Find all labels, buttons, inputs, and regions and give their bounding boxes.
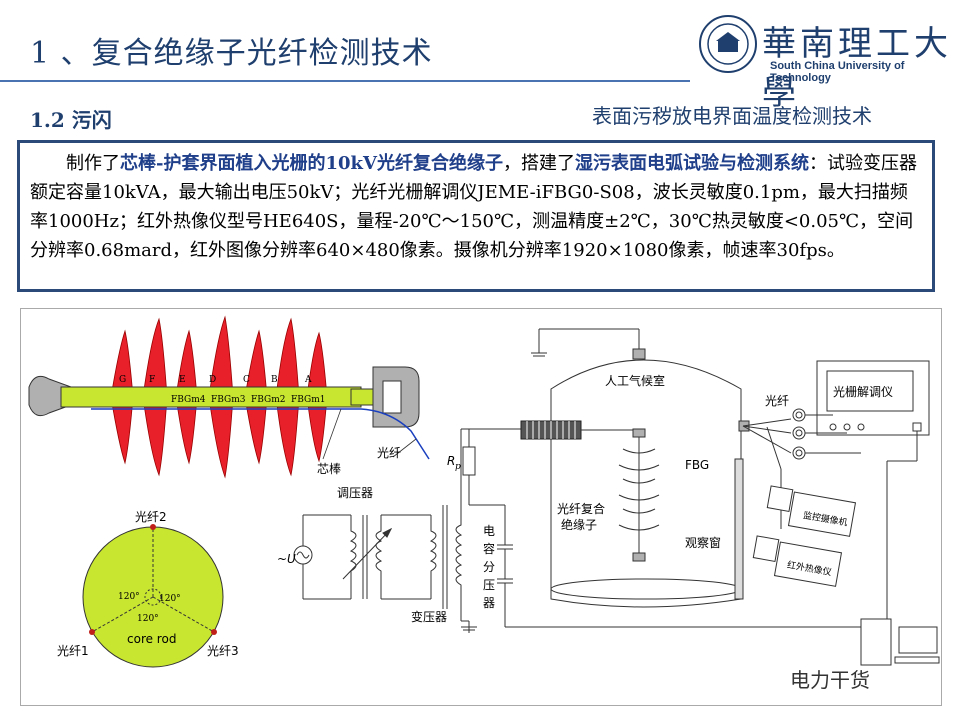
- highlight-run: 湿污表面电弧试验与检测系统: [574, 153, 809, 174]
- shed-label-c: C: [243, 375, 250, 385]
- rp-label: R: [447, 454, 455, 468]
- shed-label-e: E: [179, 375, 186, 385]
- fbg-label-m3: FBGm3: [211, 395, 246, 405]
- university-name-zh: 華南理工大學: [762, 24, 952, 113]
- shed-label-g: G: [119, 375, 126, 385]
- title-divider: [0, 80, 690, 82]
- divider-char-4: 压: [483, 578, 495, 592]
- fiber2-label: 光纤2: [135, 510, 167, 524]
- university-seal-icon: [698, 14, 758, 74]
- insulator-label-line1: 光纤复合: [557, 501, 605, 516]
- page-title: 1 、复合绝缘子光纤检测技术: [30, 36, 433, 71]
- shed-label-b: B: [271, 375, 278, 385]
- monitor-camera-icon: [766, 485, 857, 537]
- angle-label-bottom: 120°: [137, 614, 159, 624]
- transformer-label: 变压器: [411, 609, 447, 624]
- section-heading: 1.2 污闪: [30, 108, 112, 132]
- demodulator-label: 光栅解调仪: [833, 384, 893, 399]
- ir-camera-icon: [752, 535, 843, 587]
- window-label: 观察窗: [685, 536, 721, 550]
- divider-char-1: 电: [483, 524, 495, 538]
- divider-char-5: 器: [483, 596, 495, 610]
- shed-label-a: A: [304, 375, 312, 385]
- fiber1-label: 光纤1: [57, 644, 89, 658]
- text-run: 制作了: [66, 153, 120, 174]
- fbg-sensor-label: FBG: [685, 458, 709, 472]
- fiber-callout: 光纤: [377, 446, 401, 460]
- chamber-fiber-label: 光纤: [765, 394, 789, 408]
- university-name-en: South China University of Technology: [770, 60, 905, 84]
- climate-chamber: [531, 328, 930, 619]
- angle-label-right: 120°: [159, 594, 181, 604]
- description-box: 制作了芯棒-护套界面植入光栅的10kV光纤复合绝缘子，搭建了湿污表面电弧试验与检…: [17, 140, 935, 292]
- insulator-label-line2: 绝缘子: [561, 517, 597, 532]
- shed-label-d: D: [209, 375, 216, 385]
- divider-char-3: 分: [483, 560, 495, 574]
- fbg-label-m4: FBGm4: [171, 395, 206, 405]
- cross-section-diagram: [82, 524, 224, 668]
- fbg-label-m2: FBGm2: [251, 395, 285, 405]
- core-rod-label: core rod: [127, 632, 176, 646]
- chamber-label: 人工气候室: [605, 373, 665, 388]
- core-rod-callout: 芯棒: [317, 462, 341, 476]
- divider-char-2: 容: [483, 541, 495, 556]
- section-subtitle: 表面污秽放电界面温度检测技术: [592, 104, 872, 128]
- text-run: ：试验变压器额定容量10kVA，最大输出电压50kV；光纤光栅解调仪JEME-i…: [30, 153, 917, 261]
- text-run: ，搭建了: [502, 153, 575, 174]
- shed-label-f: F: [149, 375, 155, 385]
- source-label: ~U: [277, 552, 296, 566]
- fbg-label-m1: FBGm1: [291, 395, 325, 405]
- heater-block: [520, 420, 633, 440]
- circuit-diagram: [293, 428, 871, 633]
- regulator-label: 调压器: [337, 486, 373, 500]
- fiber3-label: 光纤3: [207, 644, 239, 658]
- highlight-run: 芯棒-护套界面植入光栅的10kV光纤复合绝缘子: [120, 153, 503, 174]
- angle-label-left: 120°: [118, 592, 140, 602]
- insulator-drawing: [28, 315, 430, 479]
- computer-icon: [860, 618, 940, 666]
- experiment-figure: G F E D C B A FBGm4 FBGm3 FBGm2 FBGm1 芯棒…: [20, 308, 942, 706]
- rp-subscript: p: [455, 462, 461, 472]
- watermark: 电力干货: [790, 668, 870, 692]
